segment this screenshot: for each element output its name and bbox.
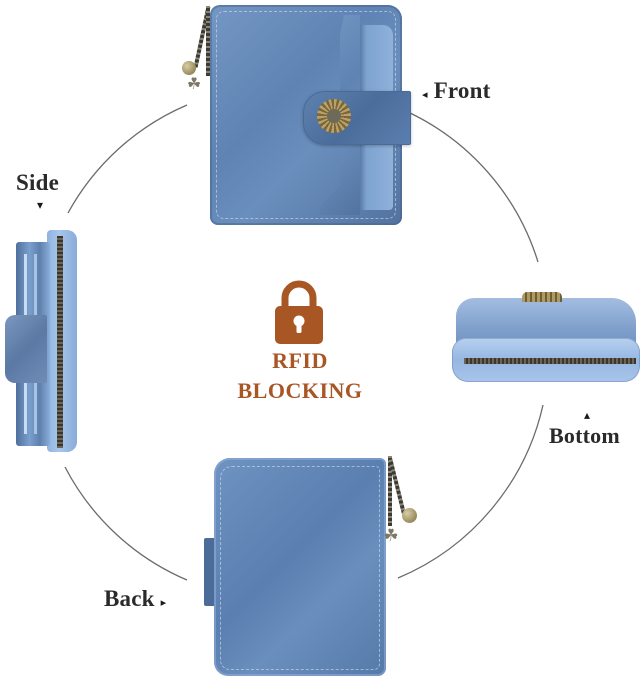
label-side: Side (16, 170, 59, 195)
arc-lower-left (64, 466, 188, 581)
wallet-front-image (210, 5, 411, 227)
label-back: Back ▸ (104, 586, 167, 611)
wallet-bottom-image (452, 288, 640, 384)
arrow-up-icon: ▴ (584, 408, 591, 422)
arc-upper-right (407, 111, 539, 263)
arrow-right-icon: ▸ (160, 597, 167, 609)
label-front: ◂ Front (422, 78, 491, 103)
zipper-charm-icon: ☘ (380, 456, 420, 548)
rfid-heading: RFID BLOCKING (237, 348, 363, 403)
arrow-left-icon: ◂ (422, 89, 428, 101)
label-bottom: Bottom (549, 423, 620, 448)
zipper-charm-icon: ☘ (182, 6, 218, 96)
lock-icon (275, 280, 323, 344)
arc-lower-right (397, 404, 544, 579)
wallet-side-image (2, 230, 80, 454)
wallet-back-image (204, 458, 390, 678)
arc-upper-left (67, 104, 188, 214)
arrow-down-icon: ▾ (37, 198, 44, 212)
